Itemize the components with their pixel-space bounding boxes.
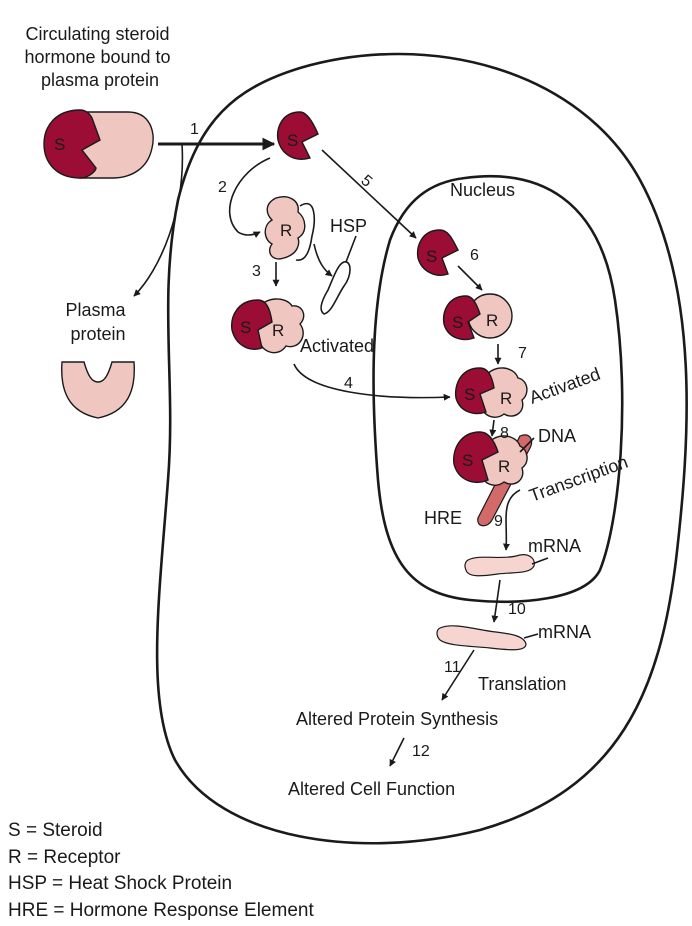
circulating-line-2: hormone bound to — [24, 47, 170, 67]
symbol-s: S — [462, 451, 473, 470]
step-number-5: 5 — [357, 172, 375, 191]
mrna-cytoplasm — [437, 626, 526, 650]
plasma-protein-line-2: protein — [70, 324, 125, 344]
legend-item-hre: HRE = Hormone Response Element — [8, 898, 314, 925]
step-number-10: 10 — [508, 601, 526, 618]
circulating-label: Circulating steroid hormone bound to pla… — [24, 24, 175, 90]
nuclear-steroid — [418, 230, 458, 275]
circulating-line-1: Circulating steroid — [25, 24, 169, 44]
arrow-step-4 — [294, 364, 450, 398]
symbol-s: S — [287, 131, 298, 150]
legend: S = Steroid R = Receptor HSP = Heat Shoc… — [8, 818, 314, 924]
step-number-11: 11 — [444, 659, 461, 676]
hsp-label: HSP — [330, 216, 367, 236]
symbol-s: S — [426, 247, 437, 266]
altered-protein-label: Altered Protein Synthesis — [296, 709, 498, 729]
nucleus-label: Nucleus — [450, 180, 515, 200]
symbol-s: S — [54, 135, 65, 154]
receptor-with-hsp: R — [265, 197, 314, 260]
arrow-step-2 — [230, 158, 270, 235]
circulating-complex: S — [44, 110, 153, 178]
mrna-label-cytoplasm: mRNA — [538, 622, 591, 642]
legend-item-steroid: S = Steroid — [8, 818, 314, 845]
activated-label-cytoplasm: Activated — [300, 336, 374, 356]
step-number-1: 1 — [190, 121, 199, 138]
symbol-s: S — [452, 313, 463, 332]
legend-item-hsp: HSP = Heat Shock Protein — [8, 871, 314, 898]
symbol-s: S — [464, 385, 475, 404]
symbol-r: R — [272, 321, 284, 340]
plasma-protein-label: Plasma protein — [65, 300, 130, 344]
activated-complex-nucleus: S R — [456, 368, 527, 417]
activated-complex-cytoplasm: S R — [232, 299, 304, 353]
step-number-6: 6 — [470, 247, 479, 264]
step-number-7: 7 — [518, 345, 527, 362]
step-number-2: 2 — [218, 179, 227, 196]
arrow-step-6 — [458, 266, 482, 290]
arrow-step-8 — [492, 420, 494, 436]
activated-label-nucleus: Activated — [527, 364, 603, 408]
symbol-s: S — [240, 318, 251, 337]
dna-label: DNA — [538, 426, 576, 446]
hsp-callout — [346, 236, 356, 262]
step-number-4: 4 — [344, 375, 353, 392]
symbol-r: R — [500, 389, 512, 408]
mrna-callout-2 — [524, 634, 538, 638]
complex-bound-to-dna: S R — [454, 432, 532, 526]
transcription-label: Transcription — [527, 452, 631, 506]
mrna-nucleus — [465, 555, 534, 576]
arrow-step-12 — [390, 738, 404, 766]
symbol-r: R — [498, 457, 510, 476]
step-number-8: 8 — [500, 425, 509, 442]
hre-label: HRE — [424, 508, 462, 528]
steroid-receptor-complex: S R — [444, 294, 512, 339]
translation-label: Translation — [478, 674, 566, 694]
circulating-line-3: plasma protein — [41, 70, 159, 90]
step-number-12: 12 — [412, 743, 430, 760]
arrow-hsp-release — [314, 244, 332, 276]
plasma-protein-line-1: Plasma — [65, 300, 126, 320]
step-number-3: 3 — [252, 263, 261, 280]
altered-cell-label: Altered Cell Function — [288, 779, 455, 799]
legend-item-receptor: R = Receptor — [8, 845, 314, 872]
symbol-r: R — [486, 311, 498, 330]
mrna-label-nucleus: mRNA — [528, 536, 581, 556]
arrow-step-9 — [506, 490, 520, 550]
step-number-9: 9 — [494, 513, 503, 530]
plasma-protein-shape — [62, 362, 135, 418]
symbol-r: R — [280, 221, 292, 240]
